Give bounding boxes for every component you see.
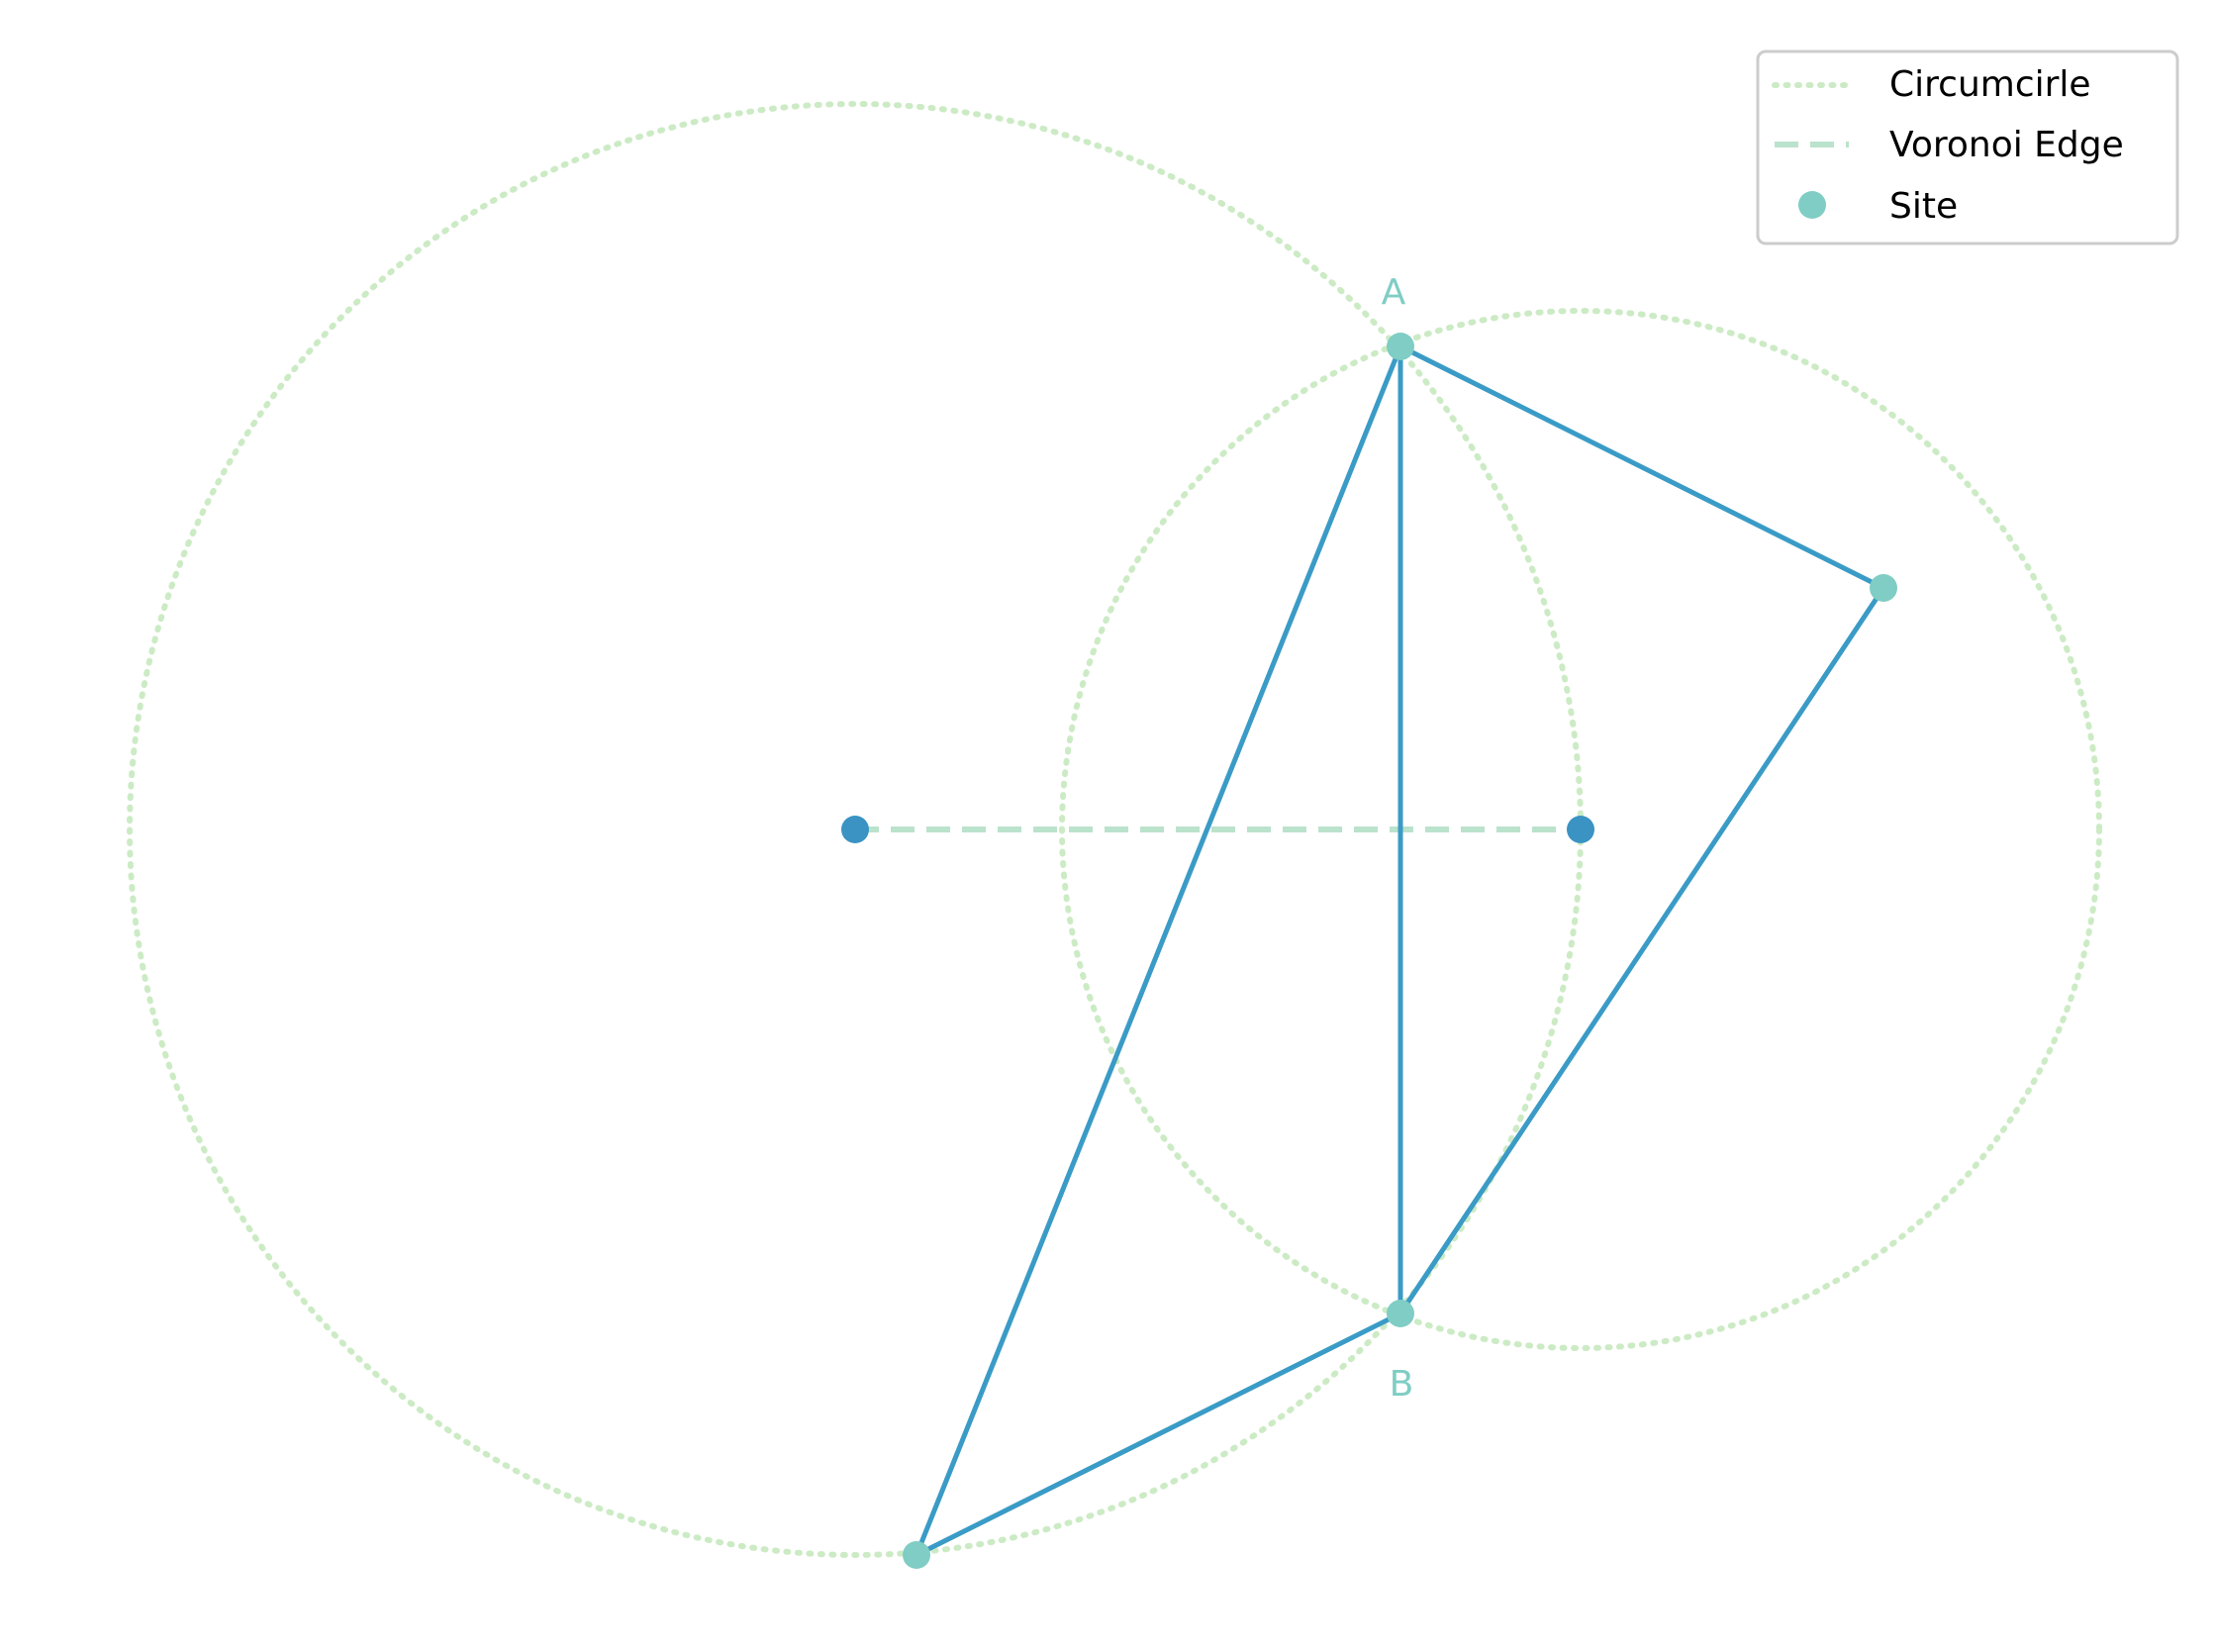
- site-b: [1387, 1300, 1414, 1327]
- edge-a-left: [914, 343, 1403, 1558]
- legend-site-marker: [1798, 191, 1826, 219]
- edge-b-left: [914, 1311, 1403, 1558]
- legend-box: [1756, 49, 2179, 245]
- site-right: [1870, 574, 1897, 602]
- legend-site-label: Site: [1889, 186, 1958, 227]
- legend: Circumcirle Voronoi Edge Site: [1756, 49, 2179, 245]
- edge-right-b: [1397, 585, 1886, 1316]
- edge-a-right: [1397, 343, 1886, 591]
- circumcenter-right: [1567, 816, 1594, 843]
- circumcenter-left: [841, 816, 869, 843]
- site-a: [1387, 333, 1414, 360]
- legend-voronoi-label: Voronoi Edge: [1889, 125, 2124, 165]
- site-left: [903, 1541, 930, 1569]
- triangle-edges: [914, 343, 1886, 1558]
- legend-circumcircle-label: Circumcirle: [1889, 64, 2091, 105]
- site-b-label: B: [1390, 1364, 1414, 1405]
- circumcircle-right: [1059, 308, 2102, 1351]
- site-a-label: A: [1382, 272, 1406, 313]
